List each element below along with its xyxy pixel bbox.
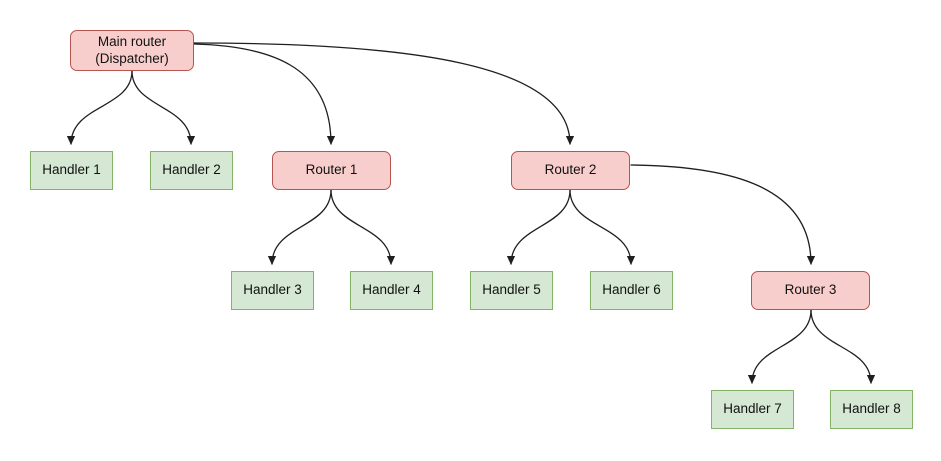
node-label-router-3: Router 3: [784, 282, 837, 298]
node-label-handler-7: Handler 7: [723, 401, 782, 417]
edge-router-3-to-handler-7: [747, 309, 812, 385]
node-handler-6[interactable]: Handler 6: [590, 271, 673, 310]
edge-main-to-handler-2: [131, 70, 196, 146]
edge-router-3-to-handler-8: [810, 309, 876, 385]
edge-main-to-router-2: [193, 42, 575, 146]
node-label-router-1: Router 1: [305, 162, 358, 178]
edge-main-to-handler-1: [66, 70, 133, 146]
node-handler-3[interactable]: Handler 3: [231, 271, 314, 310]
node-label-handler-4: Handler 4: [362, 282, 421, 298]
node-label-handler-2: Handler 2: [162, 162, 221, 178]
node-label-handler-1: Handler 1: [42, 162, 101, 178]
edge-router-2-to-handler-6: [569, 189, 636, 266]
node-router-2[interactable]: Router 2: [511, 151, 630, 190]
edge-main-to-router-1: [193, 43, 336, 146]
node-handler-5[interactable]: Handler 5: [470, 271, 553, 310]
node-handler-1[interactable]: Handler 1: [30, 151, 113, 190]
node-handler-8[interactable]: Handler 8: [830, 390, 913, 429]
node-handler-4[interactable]: Handler 4: [350, 271, 433, 310]
node-label-handler-3: Handler 3: [243, 282, 302, 298]
node-label-main-router: Main router (Dispatcher): [95, 34, 169, 66]
node-handler-2[interactable]: Handler 2: [150, 151, 233, 190]
node-label-handler-8: Handler 8: [842, 401, 901, 417]
node-router-3[interactable]: Router 3: [751, 271, 870, 310]
node-label-handler-5: Handler 5: [482, 282, 541, 298]
node-main-router[interactable]: Main router (Dispatcher): [70, 30, 194, 71]
node-handler-7[interactable]: Handler 7: [711, 390, 794, 429]
edge-router-2-to-router-3: [630, 164, 816, 266]
node-label-handler-6: Handler 6: [602, 282, 661, 298]
node-label-router-2: Router 2: [544, 162, 597, 178]
node-router-1[interactable]: Router 1: [272, 151, 391, 190]
edge-router-2-to-handler-5: [506, 189, 571, 266]
edge-group: [66, 42, 876, 385]
edge-router-1-to-handler-4: [330, 189, 396, 266]
edge-router-1-to-handler-3: [267, 189, 332, 266]
